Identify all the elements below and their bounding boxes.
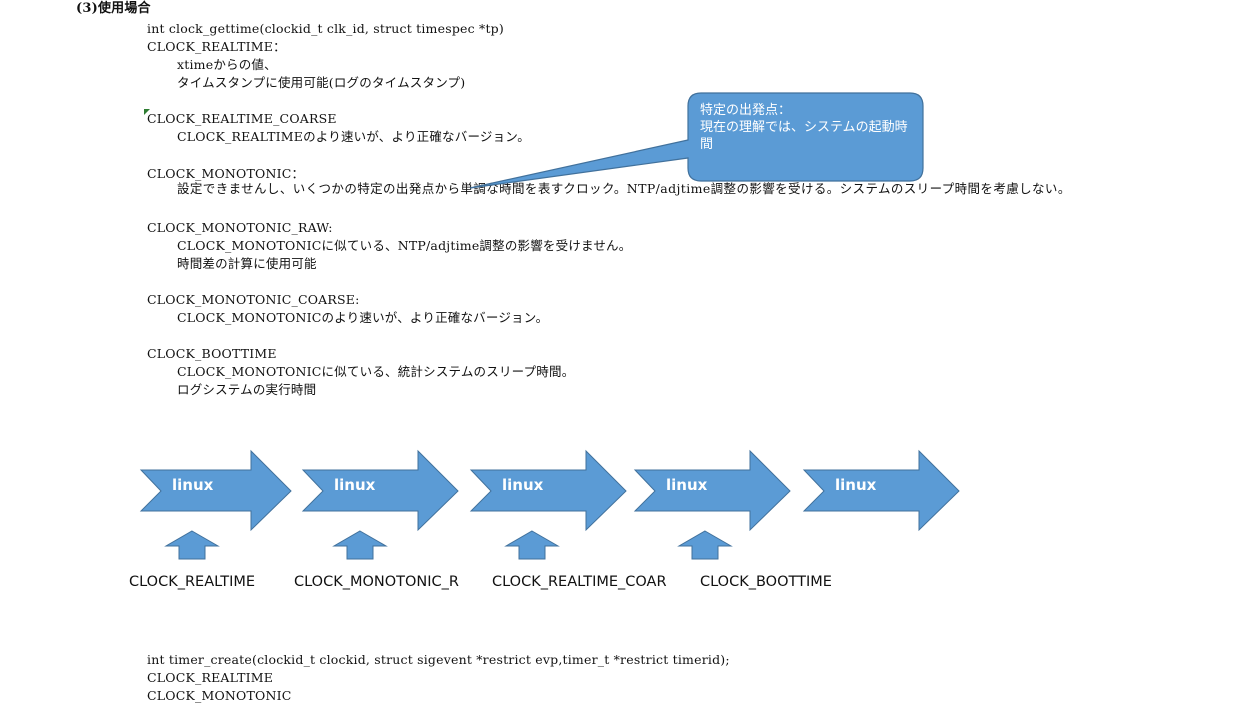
right-arrow-shape bbox=[469, 449, 627, 532]
clock-desc-line: CLOCK_REALTIMEのより速いが、より正確なバージョン。 bbox=[177, 129, 530, 144]
up-arrow-shape bbox=[677, 530, 733, 560]
clock-gettime-signature: int clock_gettime(clockid_t clk_id, stru… bbox=[147, 21, 504, 36]
right-arrow-shape bbox=[633, 449, 791, 532]
timer-clock-line: CLOCK_MONOTONIC bbox=[147, 688, 292, 703]
clock-name-monotonic: CLOCK_MONOTONIC： bbox=[147, 166, 305, 181]
clock-name-realtime-coarse: CLOCK_REALTIME_COARSE bbox=[147, 111, 337, 126]
clock-caption: CLOCK_REALTIME_COAR bbox=[492, 574, 667, 590]
clock-caption: CLOCK_BOOTTIME bbox=[700, 574, 832, 590]
arrow-label: linux bbox=[835, 476, 877, 494]
right-arrow-shape bbox=[139, 449, 292, 532]
clock-name-realtime: CLOCK_REALTIME： bbox=[147, 39, 286, 54]
arrow-label: linux bbox=[502, 476, 544, 494]
callout-text: 特定の出発点： 現在の理解では、システムの起動時間 bbox=[700, 102, 912, 153]
clock-desc-line: 設定できませんし、いくつかの特定の出発点から単調な時間を表すクロック。NTP/a… bbox=[177, 181, 1071, 196]
section-heading: (3)使用場合 bbox=[76, 1, 151, 16]
right-arrow-shape bbox=[802, 449, 960, 532]
clock-name-monotonic-coarse: CLOCK_MONOTONIC_COARSE: bbox=[147, 292, 360, 307]
clock-desc-line: xtimeからの値、 bbox=[177, 57, 277, 72]
clock-desc-line: タイムスタンプに使用可能(ログのタイムスタンプ) bbox=[177, 75, 466, 90]
up-arrow-shape bbox=[332, 530, 388, 560]
arrow-label: linux bbox=[666, 476, 708, 494]
callout-line: 現在の理解では、システムの起動時間 bbox=[700, 120, 908, 152]
clock-desc-line: CLOCK_MONOTONICに似ている、統計システムのスリープ時間。 bbox=[177, 364, 575, 379]
timer-clock-line: CLOCK_REALTIME bbox=[147, 670, 274, 685]
callout-line: 特定の出発点： bbox=[700, 103, 792, 118]
arrow-label: linux bbox=[334, 476, 376, 494]
clock-desc-line: CLOCK_MONOTONICに似ている、NTP/adjtime調整の影響を受け… bbox=[177, 238, 632, 253]
clock-desc-line: CLOCK_MONOTONICのより速いが、より正確なバージョン。 bbox=[177, 310, 549, 325]
up-arrow-shape bbox=[504, 530, 560, 560]
up-arrow-shape bbox=[164, 530, 220, 560]
right-arrow-shape bbox=[301, 449, 459, 532]
clock-desc-line: ログシステムの実行時間 bbox=[177, 382, 317, 397]
clock-caption: CLOCK_MONOTONIC_R bbox=[294, 574, 460, 590]
clock-caption: CLOCK_REALTIME bbox=[129, 574, 256, 590]
clock-name-boottime: CLOCK_BOOTTIME bbox=[147, 346, 277, 361]
timer-create-signature: int timer_create(clockid_t clockid, stru… bbox=[147, 652, 730, 667]
comment-marker-icon bbox=[144, 109, 150, 115]
callout-bubble bbox=[469, 92, 924, 189]
clock-desc-line: 時間差の計算に使用可能 bbox=[177, 256, 317, 271]
clock-name-monotonic-raw: CLOCK_MONOTONIC_RAW: bbox=[147, 220, 333, 235]
arrow-label: linux bbox=[172, 476, 214, 494]
